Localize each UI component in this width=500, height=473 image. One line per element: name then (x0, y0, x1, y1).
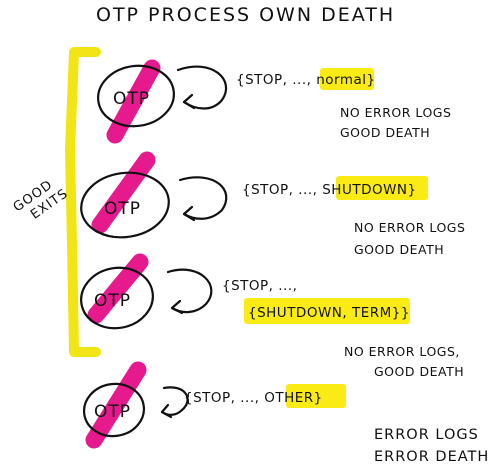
outcome-logs: NO ERROR LOGS (354, 220, 465, 235)
message-reason: normal (316, 72, 366, 88)
exit-row-shutdown: OTP {STOP, ..., SHUTDOWN} NO ERROR LOGS … (80, 151, 465, 257)
outcome-logs: ERROR LOGS (374, 427, 479, 443)
process-label: OTP (94, 402, 131, 422)
process-label: OTP (94, 291, 131, 311)
process-circle (80, 266, 154, 330)
process-circle (80, 171, 170, 239)
message-highlight (286, 384, 346, 408)
message-prefix: {STOP, ..., (184, 390, 264, 406)
process-circle (82, 382, 146, 438)
process-label: OTP (113, 89, 150, 109)
exit-arrowhead (182, 93, 196, 110)
good-exits-bracket (65, 47, 101, 357)
outcome-death: GOOD DEATH (354, 242, 444, 257)
side-label: GOOD EXITS (11, 177, 72, 222)
message-reason: {SHUTDOWN, TERM} (248, 305, 401, 321)
exit-arrowhead (182, 205, 196, 222)
message-highlight (244, 298, 410, 324)
exit-message: {STOP, ..., OTHER} (184, 390, 323, 406)
outcome-death: GOOD DEATH (374, 364, 464, 379)
outcome-death: GOOD DEATH (340, 125, 430, 140)
message-suffix: } (314, 390, 323, 406)
message-reason: SHUTDOWN (322, 182, 407, 198)
exit-row-shutdown-term: OTP {STOP, ..., {SHUTDOWN, TERM}} NO ERR… (80, 253, 464, 379)
process-label: OTP (104, 199, 141, 219)
process-circle (97, 64, 175, 128)
exit-message-line-1: {STOP, ..., (222, 278, 297, 294)
message-suffix: } (367, 72, 376, 88)
message-highlight (336, 176, 428, 200)
diagram-title: OTP PROCESS OWN DEATH (96, 4, 395, 26)
exit-row-other: OTP {STOP, ..., OTHER} ERROR LOGS ERROR … (82, 361, 489, 465)
exit-message: {STOP, ..., SHUTDOWN} (242, 182, 417, 198)
exit-arrowhead (160, 403, 173, 419)
message-suffix: } (401, 305, 410, 321)
message-suffix: } (408, 182, 417, 198)
message-highlight (320, 68, 374, 90)
outcome-logs: NO ERROR LOGS, (344, 344, 460, 359)
exit-message-line-2: {SHUTDOWN, TERM}} (248, 305, 410, 321)
message-reason: OTHER (264, 390, 313, 406)
exit-row-normal: OTP {STOP, ..., normal} NO ERROR LOGS GO… (97, 59, 451, 144)
exit-message: {STOP, ..., normal} (236, 72, 376, 88)
process-slash (85, 361, 147, 449)
process-slash (91, 151, 156, 234)
exit-arrowhead (170, 299, 184, 315)
message-prefix: {STOP, ..., (242, 182, 322, 198)
outcome-logs: NO ERROR LOGS (340, 105, 451, 120)
exit-arrow (166, 268, 213, 314)
outcome-death: ERROR DEATH (374, 449, 489, 465)
message-prefix: {STOP, ..., (236, 72, 316, 88)
exit-arrow (176, 65, 228, 110)
exit-arrow (178, 176, 228, 220)
